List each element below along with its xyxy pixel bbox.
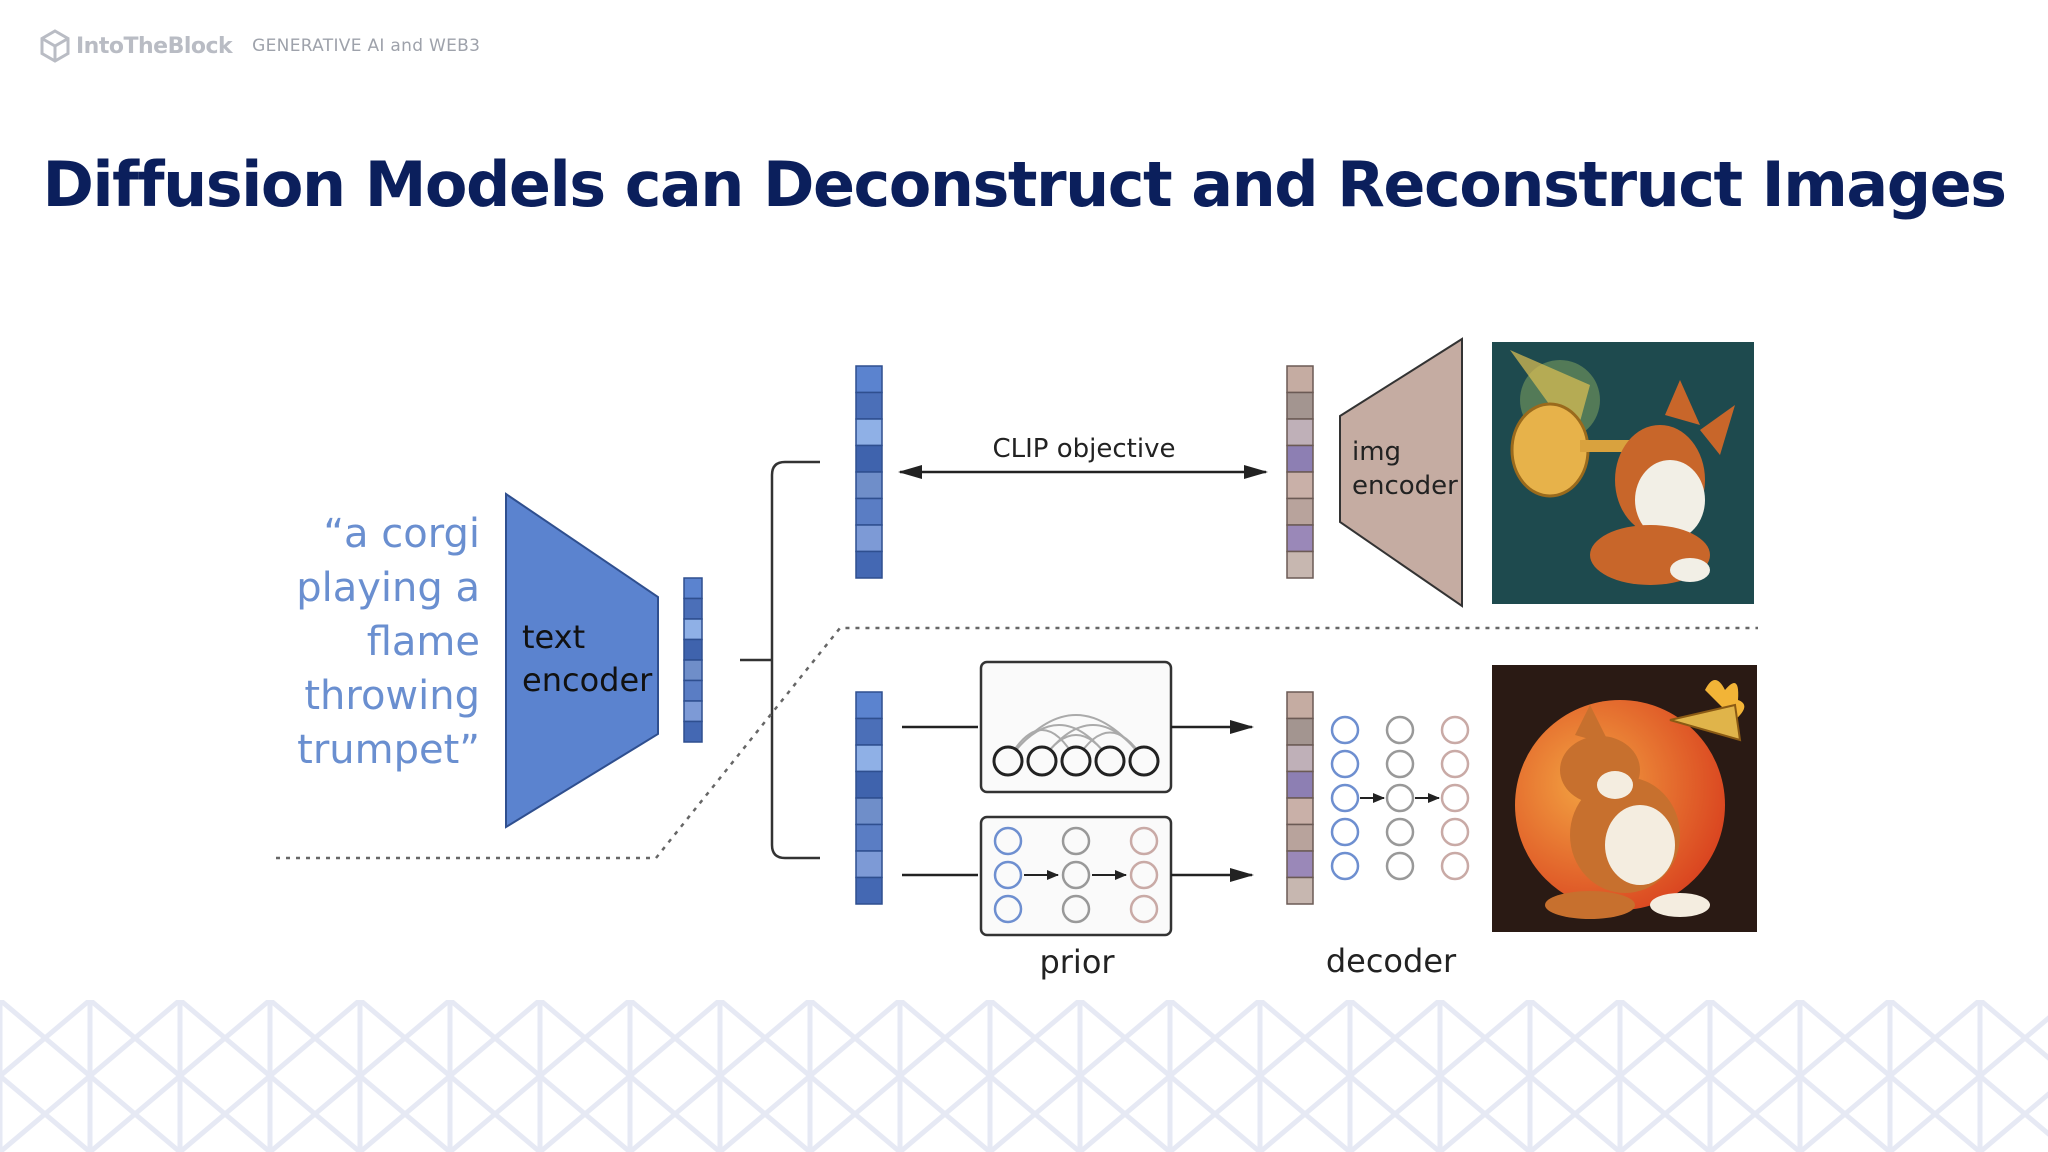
footer-pattern: [0, 1000, 2048, 1152]
vector-cell: [1286, 497, 1314, 526]
vector-cell: [855, 744, 883, 773]
corgi-trumpet-image: [1492, 342, 1754, 604]
vector-cell: [855, 770, 883, 799]
vector-cell: [1286, 391, 1314, 420]
vector-cell: [1286, 418, 1314, 447]
text-prompt: “a corgi playing a flame throwing trumpe…: [296, 511, 480, 773]
diffusion-prior-box: [979, 815, 1173, 937]
img-encoder-label-1: img: [1352, 437, 1401, 467]
header: IntoTheBlock GENERATIVE AI and WEB3: [40, 26, 480, 66]
vector-cell: [683, 659, 703, 682]
vector-cell: [855, 418, 883, 447]
vector-cell: [1286, 691, 1314, 720]
generated-corgi-image: [1492, 665, 1757, 932]
prior-label: prior: [1039, 943, 1115, 981]
vector-cell: [683, 700, 703, 723]
clip-text-vector: [855, 365, 883, 579]
vector-cell: [855, 550, 883, 579]
autoregressive-prior-box: [979, 660, 1173, 794]
vector-cell: [855, 471, 883, 500]
text-encoder-shape: [505, 492, 659, 829]
text-encoder-label-2: encoder: [522, 661, 653, 699]
vector-cell: [1286, 365, 1314, 394]
text-encoder-label-1: text: [522, 618, 585, 656]
prior-input-vector: [855, 691, 883, 905]
img-encoder-shape: [1339, 337, 1463, 608]
vector-cell: [855, 691, 883, 720]
vector-cell: [1286, 524, 1314, 553]
vector-cell: [1286, 770, 1314, 799]
clip-image-vector: [1286, 365, 1314, 579]
vector-cell: [855, 717, 883, 746]
vector-cell: [855, 797, 883, 826]
decoder-label: decoder: [1326, 942, 1457, 980]
vector-cell: [683, 720, 703, 743]
vector-cell: [1286, 717, 1314, 746]
image-embedding-vector: [1286, 691, 1314, 905]
slide-title: Diffusion Models can Deconstruct and Rec…: [42, 148, 2007, 221]
branch-bracket: [740, 460, 820, 860]
prompt-line-3: flame: [367, 619, 480, 665]
vector-cell: [855, 876, 883, 905]
vector-cell: [1286, 797, 1314, 826]
vector-cell: [1286, 471, 1314, 500]
vector-cell: [855, 444, 883, 473]
dotted-divider: [276, 626, 1758, 860]
prompt-line-2: playing a: [296, 565, 480, 611]
deck-subtitle: GENERATIVE AI and WEB3: [252, 36, 481, 56]
vector-cell: [855, 524, 883, 553]
vector-cell: [1286, 876, 1314, 905]
vector-cell: [683, 577, 703, 600]
vector-cell: [683, 638, 703, 661]
clip-label: CLIP objective: [993, 434, 1176, 464]
vector-cell: [855, 850, 883, 879]
vector-cell: [683, 618, 703, 641]
prompt-line-5: trumpet”: [297, 727, 480, 773]
vector-cell: [855, 823, 883, 852]
vector-cell: [1286, 850, 1314, 879]
vector-cell: [855, 365, 883, 394]
vector-cell: [855, 391, 883, 420]
vector-cell: [1286, 744, 1314, 773]
vector-cell: [1286, 550, 1314, 579]
img-encoder-label-2: encoder: [1352, 471, 1458, 501]
cube-logo-icon: [40, 29, 70, 63]
vector-cell: [855, 497, 883, 526]
prompt-line-1: “a corgi: [323, 511, 480, 557]
vector-cell: [683, 679, 703, 702]
brand-name: IntoTheBlock: [76, 33, 233, 59]
vector-cell: [1286, 444, 1314, 473]
prompt-line-4: throwing: [304, 673, 480, 719]
text-embedding-vector: [683, 577, 703, 743]
vector-cell: [683, 597, 703, 620]
vector-cell: [1286, 823, 1314, 852]
decoder-network: [1330, 715, 1470, 881]
